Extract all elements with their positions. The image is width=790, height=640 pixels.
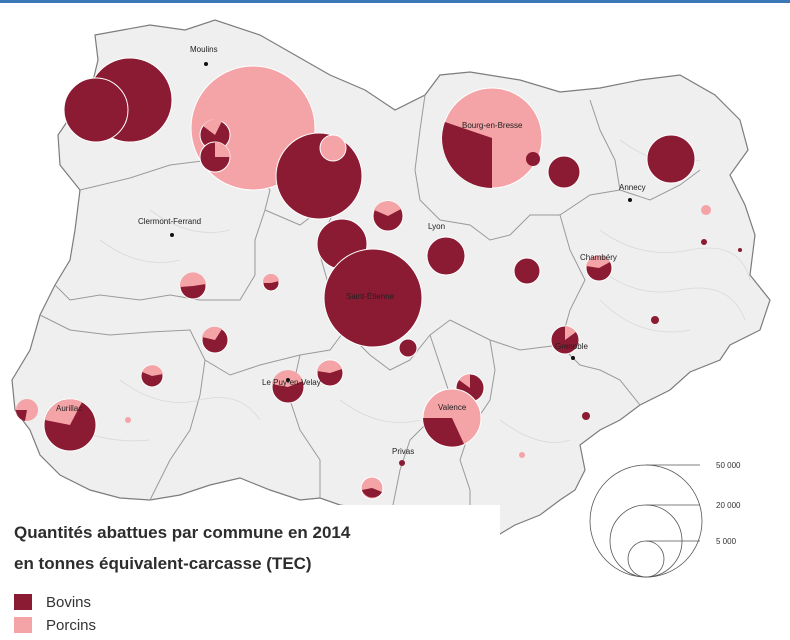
- symbol-porcins-part: [374, 201, 401, 216]
- city-label-saint-etienne: Saint-Étienne: [346, 292, 395, 301]
- symbol-bovins: [526, 152, 540, 166]
- symbol-bovins: [582, 412, 590, 420]
- city-dot-annecy: [628, 198, 632, 202]
- symbol-porcins: [319, 134, 347, 162]
- legend-panel: Quantités abattues par commune en 2014 e…: [0, 505, 500, 640]
- symbol-porcins-part: [459, 374, 470, 388]
- city-label-annecy: Annecy: [619, 183, 646, 192]
- top-accent-bar: [0, 0, 790, 3]
- symbol-bovins: [646, 134, 696, 184]
- symbol-bovins-part: [362, 488, 382, 498]
- symbol-porcins-part: [262, 273, 279, 283]
- legend-item-bovins: Bovins: [14, 592, 91, 612]
- symbol-bovins: [651, 316, 659, 324]
- symbol-bovins: [547, 155, 581, 189]
- city-dot-clermont: [170, 233, 174, 237]
- symbol-bovins: [701, 239, 707, 245]
- city-dot-moulins: [204, 62, 208, 66]
- city-dot-grenoble: [571, 356, 575, 360]
- city-label-bourg: Bourg-en-Bresse: [462, 121, 523, 130]
- symbol-bovins-part: [442, 122, 492, 138]
- symbol-bovins: [426, 236, 466, 276]
- symbol-porcins-part: [203, 119, 222, 135]
- city-label-privas: Privas: [392, 447, 414, 456]
- scale-circle-50000: [589, 464, 703, 578]
- symbol-bovins: [398, 338, 418, 358]
- symbol-porcins-part: [586, 255, 610, 268]
- symbol-porcins: [519, 452, 525, 458]
- symbol-porcins-part: [565, 326, 576, 340]
- legend-title-line2: en tonnes équivalent-carcasse (TEC): [14, 554, 312, 573]
- symbol-bovins-part: [442, 138, 492, 188]
- symbol-porcins: [125, 417, 131, 423]
- city-label-grenoble: Grenoble: [555, 342, 588, 351]
- legend-label-bovins: Bovins: [46, 593, 92, 611]
- legend-swatch-bovins: [14, 594, 32, 610]
- symbol-bovins: [63, 77, 129, 143]
- legend-item-porcins: Porcins: [14, 615, 96, 635]
- symbol-bovins-part: [423, 418, 464, 447]
- symbol-porcins-part: [215, 142, 230, 157]
- legend-swatch-porcins: [14, 617, 32, 633]
- city-label-le-puy: Le Puy-en-Velay: [262, 378, 321, 387]
- symbol-porcins-part: [202, 326, 222, 340]
- city-label-chambery: Chambéry: [580, 253, 617, 262]
- city-label-lyon: Lyon: [428, 222, 445, 231]
- symbol-bovins: [323, 248, 423, 348]
- city-labels: Moulins Clermont-Ferrand Bourg-en-Bresse…: [56, 45, 646, 456]
- city-dots: [170, 62, 632, 382]
- symbol-porcins-part: [142, 365, 163, 376]
- city-label-aurillac: Aurillac: [56, 404, 82, 413]
- symbol-bovins: [513, 257, 541, 285]
- city-label-moulins: Moulins: [190, 45, 218, 54]
- symbol-layer: [15, 57, 742, 500]
- symbol-porcins-part: [45, 399, 82, 425]
- symbol-porcins-part: [317, 360, 342, 373]
- size-scale: [589, 464, 703, 578]
- symbol-mixed: [701, 205, 711, 215]
- symbol-bovins: [738, 248, 742, 252]
- symbol-bovins-part: [15, 410, 27, 421]
- scale-label-50000: 50 000: [716, 461, 741, 470]
- scale-label-20000: 20 000: [716, 501, 741, 510]
- symbol-bovins: [399, 460, 405, 466]
- legend-label-porcins: Porcins: [46, 616, 97, 634]
- legend-title-line1: Quantités abattues par commune en 2014: [14, 523, 351, 542]
- scale-label-5000: 5 000: [716, 537, 737, 546]
- symbol-bovins: [275, 132, 363, 220]
- symbol-porcins-part: [179, 272, 206, 287]
- city-label-clermont: Clermont-Ferrand: [138, 217, 201, 226]
- city-dot-lepuy: [286, 378, 290, 382]
- city-label-valence: Valence: [438, 403, 467, 412]
